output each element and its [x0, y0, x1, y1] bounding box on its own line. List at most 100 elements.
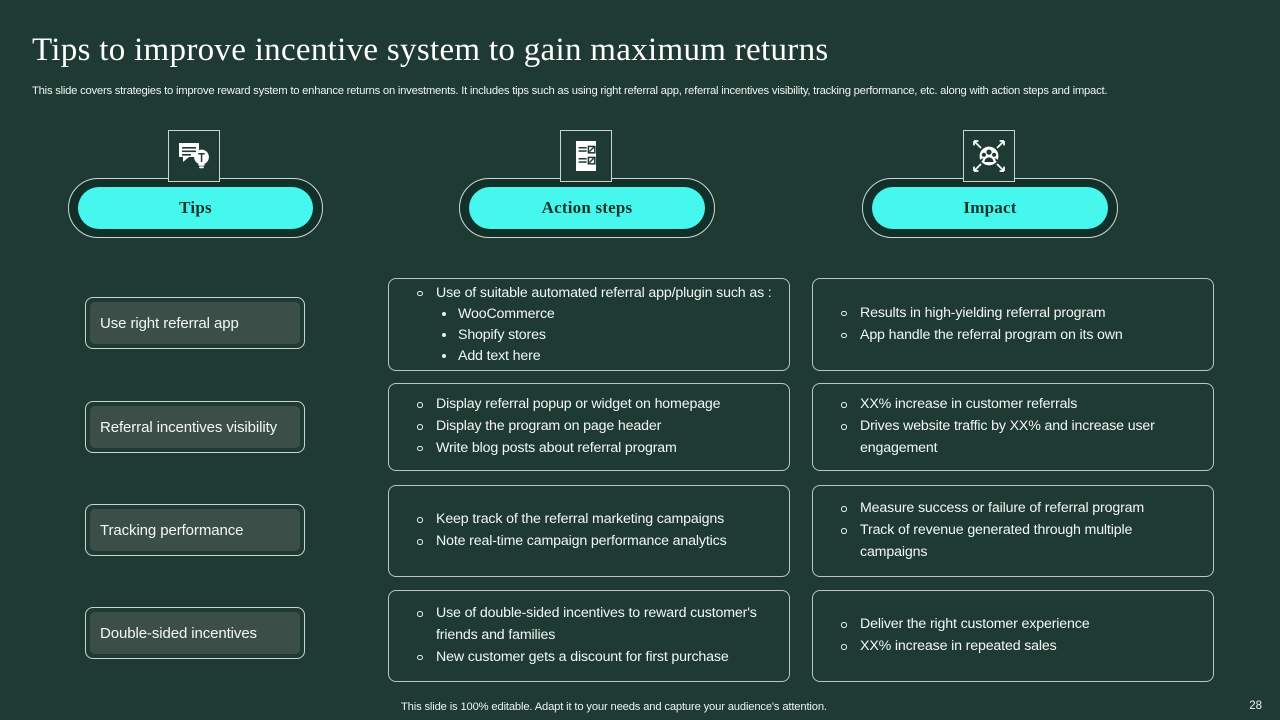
- list-item: Use of suitable automated referral app/p…: [403, 283, 777, 367]
- circle-bullet-icon: [417, 424, 423, 430]
- tip-card[interactable]: Referral incentives visibility: [85, 401, 305, 453]
- list-item: Write blog posts about referral program: [403, 438, 777, 460]
- list-item-text: Measure success or failure of referral p…: [860, 500, 1145, 517]
- column-header-impact[interactable]: Impact: [862, 130, 1118, 238]
- circle-bullet-icon: [841, 644, 847, 650]
- sub-list-item-text: WooCommerce: [458, 306, 555, 323]
- list-item-text: Track of revenue generated through multi…: [860, 522, 1133, 560]
- list-item: Drives website traffic by XX% and increa…: [827, 416, 1201, 459]
- column-label-tips: Tips: [179, 198, 212, 217]
- tip-label: Use right referral app: [100, 314, 239, 332]
- column-label-action-steps: Action steps: [541, 198, 633, 217]
- list-item-text: App handle the referral program on its o…: [860, 326, 1123, 343]
- circle-bullet-icon: [841, 402, 847, 408]
- page-number: 28: [1249, 700, 1262, 712]
- list-item-text: Use of suitable automated referral app/p…: [436, 284, 772, 301]
- list-item-text: Write blog posts about referral program: [436, 439, 677, 456]
- tip-label: Tracking performance: [100, 521, 244, 539]
- list-item: New customer gets a discount for first p…: [403, 647, 777, 669]
- tip-card-inner: Use right referral app: [90, 302, 300, 344]
- list-item-text: Deliver the right customer experience: [860, 616, 1090, 633]
- action-step-list: Keep track of the referral marketing cam…: [403, 509, 777, 552]
- tip-card[interactable]: Use right referral app: [85, 297, 305, 349]
- list-item: Note real-time campaign performance anal…: [403, 531, 777, 553]
- dot-bullet-icon: [442, 312, 446, 317]
- tip-card[interactable]: Double-sided incentives: [85, 607, 305, 659]
- action-step-card[interactable]: Use of suitable automated referral app/p…: [388, 278, 790, 371]
- pill-inner-tips[interactable]: Tips: [78, 187, 313, 229]
- circle-bullet-icon: [841, 424, 847, 430]
- impact-list: Measure success or failure of referral p…: [827, 498, 1201, 563]
- action-step-list: Use of suitable automated referral app/p…: [403, 283, 777, 367]
- list-item: XX% increase in repeated sales: [827, 636, 1201, 658]
- sub-list-item: Add text here: [436, 346, 777, 367]
- circle-bullet-icon: [841, 528, 847, 534]
- column-header-action-steps[interactable]: Action steps: [459, 130, 715, 238]
- impact-list: XX% increase in customer referrals Drive…: [827, 394, 1201, 459]
- impact-card[interactable]: Results in high-yielding referral progra…: [812, 278, 1214, 371]
- speech-bubble-lightbulb-icon: [168, 130, 220, 182]
- list-item: Keep track of the referral marketing cam…: [403, 509, 777, 531]
- circle-bullet-icon: [841, 310, 847, 317]
- circle-bullet-icon: [417, 611, 423, 617]
- list-item-text: Use of double-sided incentives to reward…: [436, 605, 757, 644]
- footer-note: This slide is 100% editable. Adapt it to…: [401, 701, 827, 713]
- impact-card[interactable]: Measure success or failure of referral p…: [812, 485, 1214, 577]
- list-item-text: XX% increase in repeated sales: [860, 638, 1057, 654]
- tip-card[interactable]: Tracking performance: [85, 504, 305, 556]
- pill-inner-action-steps[interactable]: Action steps: [469, 187, 705, 229]
- dot-bullet-icon: [442, 333, 446, 338]
- action-step-card[interactable]: Keep track of the referral marketing cam…: [388, 485, 790, 577]
- circle-bullet-icon: [417, 517, 423, 523]
- sub-list-item-text: Shopify stores: [458, 327, 546, 344]
- impact-list: Results in high-yielding referral progra…: [827, 303, 1201, 346]
- impact-card[interactable]: Deliver the right customer experience XX…: [812, 590, 1214, 682]
- action-step-card[interactable]: Display referral popup or widget on home…: [388, 383, 790, 471]
- list-item-text: Results in high-yielding referral progra…: [860, 304, 1106, 321]
- list-item-text: New customer gets a discount for first p…: [436, 648, 729, 665]
- sub-list-item: Shopify stores: [436, 325, 777, 346]
- circle-bullet-icon: [417, 654, 423, 661]
- list-item: XX% increase in customer referrals: [827, 394, 1201, 416]
- sub-list-item: WooCommerce: [436, 304, 777, 325]
- list-item-text: Display the program on page header: [436, 418, 662, 435]
- sub-list-item-text: Add text here: [458, 347, 541, 364]
- action-step-card[interactable]: Use of double-sided incentives to reward…: [388, 590, 790, 682]
- tip-card-inner: Tracking performance: [90, 509, 300, 551]
- list-item: Measure success or failure of referral p…: [827, 498, 1201, 520]
- impact-list: Deliver the right customer experience XX…: [827, 614, 1201, 657]
- pill-inner-impact[interactable]: Impact: [872, 187, 1108, 229]
- list-item: Display the program on page header: [403, 416, 777, 438]
- list-item-text: Note real-time campaign performance anal…: [436, 533, 727, 549]
- list-item: Deliver the right customer experience: [827, 614, 1201, 636]
- list-item: Use of double-sided incentives to reward…: [403, 603, 777, 646]
- column-label-impact: Impact: [963, 198, 1017, 217]
- page-subtitle: This slide covers strategies to improve …: [32, 85, 1108, 97]
- circle-bullet-icon: [841, 622, 847, 628]
- circle-bullet-icon: [417, 445, 423, 452]
- target-people-arrows-icon: [963, 130, 1015, 182]
- checklist-document-icon: [560, 130, 612, 182]
- circle-bullet-icon: [417, 290, 423, 297]
- tip-label: Referral incentives visibility: [100, 418, 278, 436]
- list-item-text: Drives website traffic by XX% and increa…: [860, 418, 1155, 456]
- action-step-list: Use of double-sided incentives to reward…: [403, 603, 777, 668]
- circle-bullet-icon: [841, 506, 847, 512]
- list-item: App handle the referral program on its o…: [827, 325, 1201, 347]
- circle-bullet-icon: [417, 539, 423, 545]
- list-item-text: Display referral popup or widget on home…: [436, 396, 721, 413]
- tip-label: Double-sided incentives: [100, 624, 257, 642]
- page-title: Tips to improve incentive system to gain…: [32, 32, 829, 68]
- tip-card-inner: Double-sided incentives: [90, 612, 300, 654]
- circle-bullet-icon: [841, 332, 847, 338]
- list-item: Display referral popup or widget on home…: [403, 394, 777, 416]
- column-header-tips[interactable]: Tips: [68, 130, 323, 238]
- list-item-text: XX% increase in customer referrals: [860, 396, 1078, 413]
- action-step-sublist: WooCommerce Shopify stores Add text here: [436, 304, 777, 366]
- dot-bullet-icon: [442, 353, 446, 358]
- tip-card-inner: Referral incentives visibility: [90, 406, 300, 448]
- list-item-text: Keep track of the referral marketing cam…: [436, 511, 725, 528]
- impact-card[interactable]: XX% increase in customer referrals Drive…: [812, 383, 1214, 471]
- list-item: Results in high-yielding referral progra…: [827, 303, 1201, 325]
